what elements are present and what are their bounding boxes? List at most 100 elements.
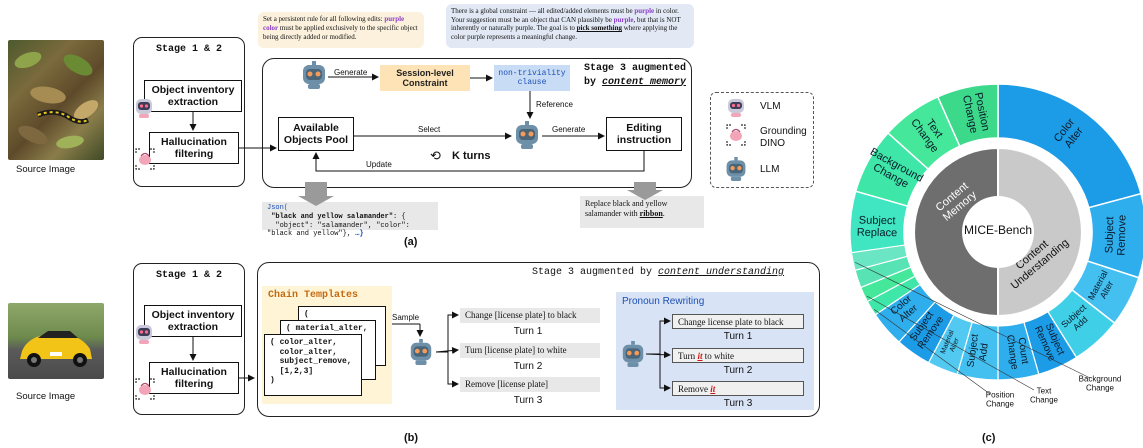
vlm-robot-icon-a — [136, 99, 152, 118]
json-after-key: : { — [393, 212, 406, 221]
object-inventory-box-a: Object inventory extraction — [144, 80, 242, 112]
editing-instruction-box: Editing instruction — [606, 117, 682, 151]
pronoun-title: Pronoun Rewriting — [622, 296, 705, 307]
stage12-title-a: Stage 1 & 2 — [155, 44, 222, 55]
caption-b: (b) — [404, 432, 419, 444]
instruction-emph: ribbon — [639, 209, 663, 219]
template-card-3: ( color_alter, color_alter, subject_remo… — [264, 334, 362, 396]
bubble-left-purple: purple color — [263, 15, 405, 32]
stage3-title-emph-b: content understanding — [658, 267, 785, 278]
generate-label-2: Generate — [552, 125, 586, 134]
turn-label-1: Turn 1 — [513, 326, 543, 337]
caption-a: (a) — [404, 236, 418, 248]
bubble-left-p1: Set a persistent rule for all following … — [263, 15, 385, 23]
inner-content-memory — [913, 146, 999, 318]
pronoun-turn-label-2: Turn 2 — [723, 365, 753, 376]
json-line1: Json( — [267, 204, 289, 212]
outside-leader-line — [855, 262, 1091, 379]
instruction-p1: Replace black and yellow salamander with — [585, 199, 668, 219]
select-label: Select — [418, 125, 441, 134]
json-line3: "object": "salamander", "color": "black … — [267, 221, 410, 239]
hallucination-box-a: Hallucination filtering — [149, 132, 239, 164]
source-image-salamander — [8, 40, 104, 160]
bubble-left: Set a persistent rule for all following … — [258, 12, 424, 48]
session-constraint-box: Session-level Constraint — [380, 65, 470, 91]
object-inventory-box-b: Object inventory extraction — [144, 305, 242, 337]
pronoun-row-2: Turn it to white — [672, 348, 804, 363]
pronoun-row-3-it: it — [710, 384, 716, 394]
vlm-robot-icon-b — [136, 325, 152, 344]
pronoun-row-3-p1: Remove — [678, 384, 711, 394]
stage3-title-a: Stage 3 augmented by content memory — [580, 62, 690, 89]
center-label: MICE-Bench — [964, 223, 1032, 237]
turn-row-1: Change [license plate] to black — [460, 308, 600, 323]
bubble-right-p3: , but that is NOT inherently or naturall… — [451, 15, 681, 33]
bubble-right-emph: pick something — [576, 24, 622, 33]
turn-label-3: Turn 3 — [513, 395, 543, 406]
k-turns-label: K turns — [452, 150, 491, 162]
connectors-b — [189, 311, 671, 392]
llm-legend-icon — [726, 157, 746, 181]
json-output-box: Json( "black and yellow salamander": { "… — [262, 202, 438, 238]
legend-box — [710, 92, 814, 188]
pronoun-row-2-p2: to white — [702, 351, 734, 361]
llm-robot-icon-b1 — [410, 339, 432, 365]
stage3-title-by-a: by — [583, 76, 602, 88]
stage3-title-prefix-b: Stage 3 augmented by — [532, 267, 659, 278]
loop-icon: ⟲ — [430, 148, 441, 163]
caption-c: (c) — [982, 432, 996, 444]
source-caption-b: Source Image — [16, 391, 76, 402]
grounding-dino-icon-a — [135, 148, 155, 170]
inner-content-understanding — [997, 146, 1083, 318]
stage3-title-b: Stage 3 augmented by content understandi… — [532, 267, 784, 278]
source-image-car — [8, 303, 104, 379]
json-key: "black and yellow salamander" — [271, 212, 394, 221]
understanding-segment-label: CountChange — [1004, 333, 1031, 371]
generate-label-1: Generate — [334, 68, 368, 77]
bubble-right-purple1: purple — [634, 7, 655, 15]
turn-row-3: Remove [license plate] — [460, 377, 600, 392]
vlm-legend-icon — [728, 99, 744, 117]
stage12-title-b: Stage 1 & 2 — [155, 270, 222, 281]
legend-grounding-label: Grounding DINO — [760, 126, 807, 149]
legend-vlm-label: VLM — [760, 101, 781, 112]
pronoun-row-2-p1: Turn — [678, 351, 698, 361]
turn-label-2: Turn 2 — [513, 361, 543, 372]
source-caption-a: Source Image — [16, 164, 76, 175]
outside-leader-line — [866, 295, 1035, 391]
json-ellipsis: …} — [355, 230, 364, 239]
llm-robot-icon-a1 — [303, 61, 325, 89]
instruction-output-box: Replace black and yellow salamander with… — [580, 196, 704, 228]
stage3-title-prefix-a: Stage 3 augmented — [583, 63, 687, 74]
pronoun-row-1: Change license plate to black — [672, 314, 804, 329]
bubble-right: There is a global constraint — all edite… — [446, 4, 694, 48]
understanding-segment-label: SubjectAdd — [965, 333, 991, 369]
sample-label: Sample — [392, 313, 420, 322]
connectors-a — [189, 73, 663, 206]
reference-label: Reference — [536, 100, 573, 109]
bubble-right-purple2: purple — [613, 15, 634, 24]
center-hole — [962, 196, 1034, 268]
grounding-legend-icon — [726, 124, 746, 146]
instruction-p2: . — [662, 209, 665, 219]
bubble-right-p4: where applying the color purple represen… — [451, 24, 678, 41]
chain-templates-title: Chain Templates — [268, 290, 359, 301]
sunburst-chart: ContentMemoryContentUnderstandingMICE-Be… — [849, 83, 1143, 409]
bubble-right-p2: in color. Your suggestion must be an obj… — [451, 7, 679, 24]
outside-leader-line — [874, 309, 991, 395]
stage3-title-emph-a: content memory — [602, 76, 687, 88]
pronoun-row-1-text: Change license plate to black — [678, 317, 784, 327]
memory-segment-label: SubjectReplace — [857, 214, 898, 239]
understanding-segment — [850, 244, 908, 272]
pronoun-row-2-it: it — [697, 351, 703, 361]
pronoun-turn-label-1: Turn 1 — [723, 331, 753, 342]
bubble-left-p2: must be applied exclusively to the speci… — [263, 23, 418, 41]
pronoun-row-3: Remove it — [672, 381, 804, 396]
grounding-dino-icon-b — [135, 378, 155, 400]
hallucination-box-b: Hallucination filtering — [149, 362, 239, 394]
non-triviality-box: non-triviality clause — [494, 65, 570, 91]
update-label: Update — [366, 160, 392, 169]
